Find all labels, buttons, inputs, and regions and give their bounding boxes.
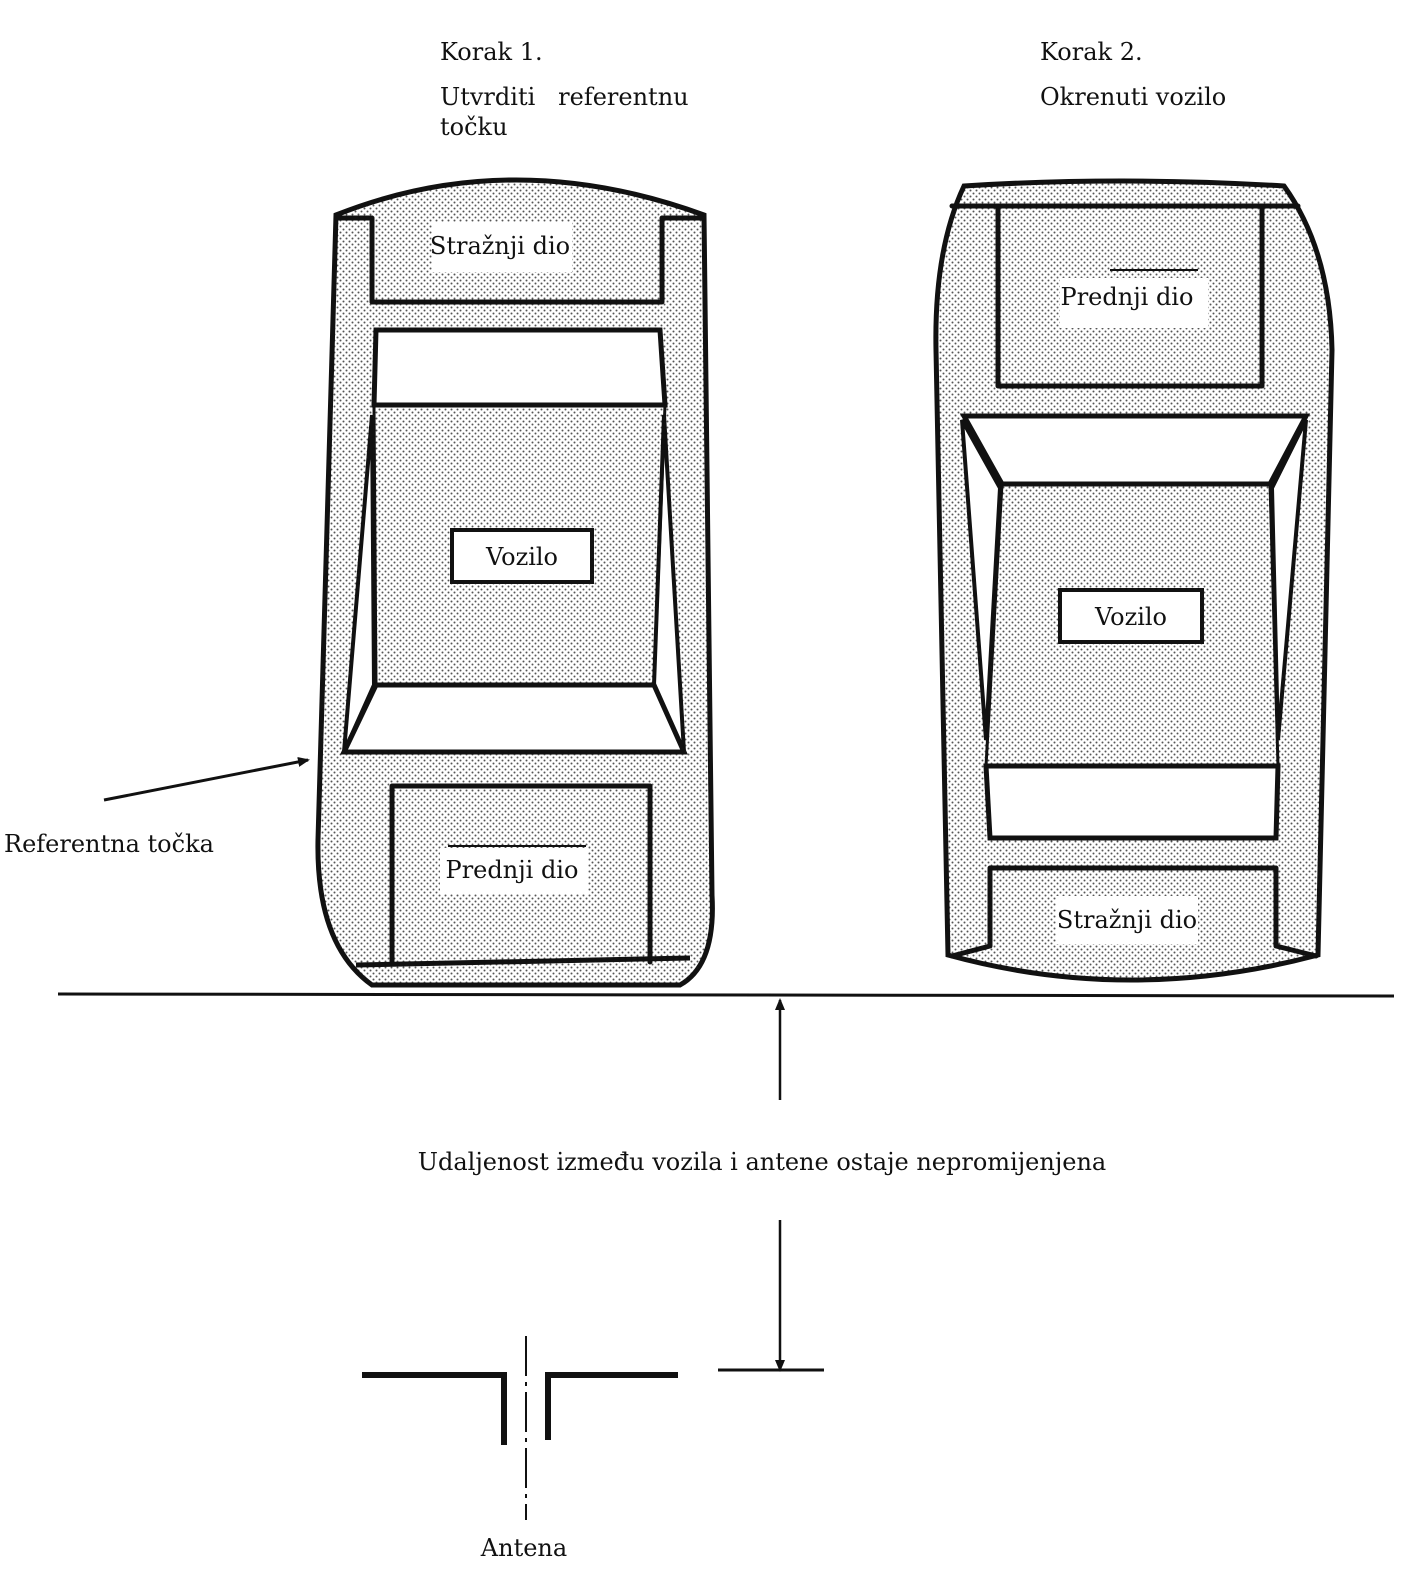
ground-line	[57, 992, 1395, 998]
car-left-vehicle-label: Vozilo	[485, 543, 558, 571]
car-right-rear-window	[983, 763, 1281, 841]
antenna: Antena	[362, 1336, 678, 1562]
distance-indicator: Udaljenost između vozila i antene ostaje…	[418, 998, 1106, 1372]
distance-note: Udaljenost između vozila i antene ostaje…	[418, 1148, 1106, 1176]
car-right-rear-label: Stražnji dio	[1057, 906, 1197, 934]
car-right-side-window-left	[960, 419, 1003, 741]
reference-point: Referentna točka	[4, 757, 310, 858]
car-left-windscreen	[340, 682, 688, 755]
step1-description-line1: Utvrditi referentnu	[440, 83, 689, 111]
antenna-right-element	[545, 1372, 678, 1440]
antenna-label: Antena	[480, 1534, 567, 1562]
car-right-vehicle-label-box	[1058, 588, 1204, 644]
car-right-rear-label-box	[1056, 896, 1198, 944]
step2-description: Okrenuti vozilo	[1040, 83, 1226, 111]
car-left-front-label: Prednji dio	[446, 856, 579, 884]
step1-heading: Korak 1. Utvrditi referentnu točku	[440, 38, 689, 141]
car-left-rear-label-box	[432, 222, 572, 272]
step1-description-line2: točku	[440, 113, 508, 141]
car-right-rear-compartment	[949, 865, 1319, 959]
car-left-front-label-box	[440, 848, 588, 894]
reference-point-arrow	[103, 757, 310, 802]
car-left-rear-window	[371, 327, 668, 408]
antenna-left-element	[362, 1372, 507, 1445]
car-right-windscreen	[959, 413, 1311, 487]
car-right-front-label: Prednji dio	[1061, 283, 1194, 311]
step1-title: Korak 1.	[440, 38, 543, 66]
car-right: Prednji dio Vozilo Stražnji dio	[933, 178, 1335, 983]
car-left: Stražnji dio Vozilo Prednji dio	[315, 177, 715, 988]
car-right-vehicle-label: Vozilo	[1094, 603, 1167, 631]
car-right-front-compartment	[949, 203, 1301, 389]
car-left-rear-label: Stražnji dio	[430, 232, 570, 260]
car-left-front-bumper	[355, 955, 691, 968]
step2-heading: Korak 2. Okrenuti vozilo	[1040, 38, 1226, 111]
step2-title: Korak 2.	[1040, 38, 1143, 66]
car-right-front-label-box	[1060, 278, 1208, 328]
car-left-front-compartment	[389, 783, 653, 965]
car-left-vehicle-label-box	[450, 528, 594, 584]
reference-point-label: Referentna točka	[4, 830, 214, 858]
car-left-rear-compartment	[333, 215, 705, 305]
